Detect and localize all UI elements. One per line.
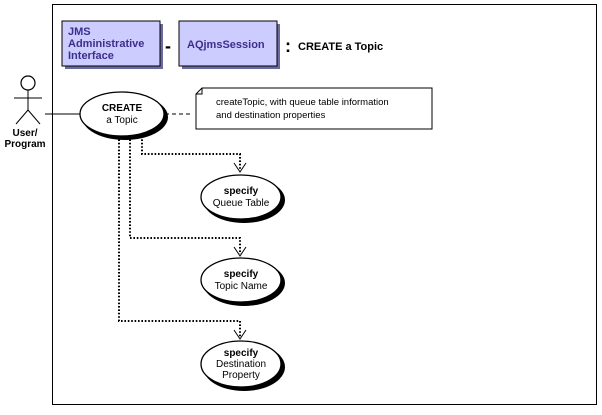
header-box-aqjmssession: AQjmsSession xyxy=(178,20,280,69)
usecase-specify-destination-property: specify Destination Property xyxy=(200,340,285,391)
arrow-head-3 xyxy=(233,329,247,340)
sub-usecase-2-title: specify xyxy=(224,269,259,280)
arrow-head-1 xyxy=(233,162,247,173)
note-box: createTopic, with queue table informatio… xyxy=(195,87,433,130)
actor-icon xyxy=(14,75,42,125)
usecase-create-topic: CREATE a Topic xyxy=(79,91,168,140)
header-box-jms-admin: JMS Administrative Interface xyxy=(61,20,163,69)
usecase-specify-queue-table: specify Queue Table xyxy=(200,174,285,223)
header-box1-line-3: Interface xyxy=(68,50,114,62)
connector-queue-table xyxy=(141,136,241,170)
header-separator: - xyxy=(165,36,171,56)
note-line-2: and destination properties xyxy=(216,110,326,121)
sub-usecase-3-title: specify xyxy=(224,348,259,359)
arrow-head-2 xyxy=(233,246,247,257)
header-box1-line-1: JMS xyxy=(68,26,91,38)
header-box1-line-2: Administrative xyxy=(68,38,144,50)
connector-topic-name xyxy=(129,136,241,254)
main-usecase-subtitle: a Topic xyxy=(106,115,138,126)
header-colon: : xyxy=(285,36,291,56)
sub-usecase-1-title: specify xyxy=(224,186,259,197)
page-title: CREATE a Topic xyxy=(298,41,383,53)
note-line-1: createTopic, with queue table informatio… xyxy=(216,97,389,108)
diagram-frame xyxy=(52,4,597,405)
sub-usecase-2-line-1: Topic Name xyxy=(215,281,268,292)
connector-destination-property xyxy=(118,136,241,337)
sub-usecase-1-line-1: Queue Table xyxy=(213,198,270,209)
usecase-specify-topic-name: specify Topic Name xyxy=(200,257,285,306)
actor-label-line-2: Program xyxy=(4,139,45,150)
actor-label-line-1: User/ xyxy=(12,128,37,139)
sub-usecase-3-line-1: Destination xyxy=(216,359,266,370)
main-usecase-title: CREATE xyxy=(102,103,143,114)
header-box2-label: AQjmsSession xyxy=(187,39,265,51)
sub-usecase-3-line-2: Property xyxy=(222,370,260,381)
